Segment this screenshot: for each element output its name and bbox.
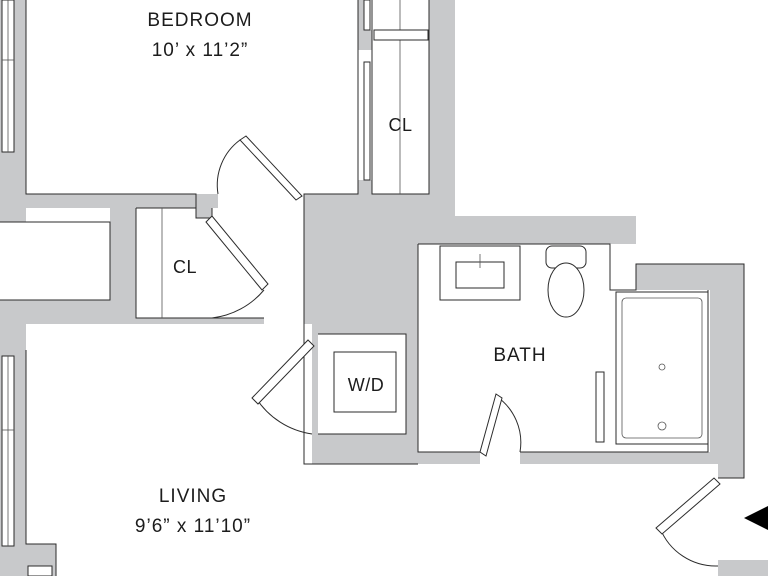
door-closet-swing bbox=[211, 289, 265, 319]
door-entry-leaf bbox=[655, 477, 721, 535]
wall-closet-upper-jamb-low bbox=[358, 180, 372, 196]
door-bedroom-swing bbox=[216, 139, 241, 195]
door-entry-swing bbox=[659, 527, 719, 567]
door-wd-leaf bbox=[251, 339, 315, 405]
wall-left-band bbox=[0, 160, 26, 222]
closet-upper-interior bbox=[372, 0, 429, 194]
shower-curtain bbox=[595, 371, 605, 443]
outlines bbox=[0, 0, 745, 576]
tub-drain-icon bbox=[658, 363, 666, 371]
room-label-closet-upper: CL bbox=[388, 115, 413, 135]
closet-upper-outline bbox=[371, 0, 430, 195]
toilet-bowl-icon bbox=[547, 262, 585, 318]
closet-lower-outline bbox=[135, 207, 264, 319]
window-living-bottom bbox=[27, 565, 53, 576]
door-wd-swing bbox=[255, 397, 313, 435]
closet-upper-bifold bbox=[363, 61, 371, 181]
room-label-closet-lower: CL bbox=[172, 257, 197, 277]
wall-wd-left bbox=[312, 334, 318, 434]
bedroom-name: BEDROOM bbox=[147, 10, 253, 31]
living-outline-left bbox=[25, 350, 57, 576]
hall-outline bbox=[303, 0, 418, 465]
washer-dryer-unit bbox=[333, 351, 397, 413]
door-bath-leaf bbox=[479, 393, 503, 457]
tub-faucet-icon bbox=[657, 421, 667, 431]
wall-closet-upper-jamb bbox=[358, 30, 372, 50]
wall-closet-door-jamb bbox=[196, 194, 212, 218]
bath-outline-top bbox=[418, 243, 745, 479]
wall-left-band-lower bbox=[0, 300, 26, 350]
windows bbox=[1, 0, 53, 576]
wall-closet-bottom-left bbox=[26, 300, 136, 324]
room-label-bedroom: BEDROOM 10’ x 11’2” bbox=[120, 6, 280, 66]
bath-fixtures bbox=[439, 245, 709, 445]
entry-arrow-icon bbox=[744, 506, 768, 530]
hall-window-notch bbox=[26, 222, 110, 300]
closet-lower-interior bbox=[136, 208, 196, 318]
wall-closet-upper-right bbox=[429, 0, 455, 216]
room-label-living: LIVING 9’6” x 11’10” bbox=[108, 482, 278, 542]
wd-outline bbox=[318, 333, 407, 435]
left-notch-outline bbox=[0, 221, 111, 301]
living-dims: 9’6” x 11’10” bbox=[134, 516, 252, 537]
bedroom-dims: 10’ x 11’2” bbox=[151, 40, 249, 61]
wall-closet-bottom bbox=[136, 318, 264, 324]
closet-upper-details bbox=[363, 0, 429, 194]
door-closet-leaf bbox=[205, 215, 269, 291]
room-label-washer-dryer: W/D bbox=[347, 375, 385, 395]
wall-entry-bottom bbox=[718, 560, 768, 576]
door-bedroom-leaf bbox=[239, 135, 303, 201]
wall-bedroom-right-top bbox=[358, 0, 364, 30]
bathtub-icon bbox=[615, 291, 709, 445]
doors bbox=[205, 135, 721, 567]
living-interior-lower bbox=[56, 464, 718, 576]
bath-outline-left bbox=[417, 244, 480, 453]
bedroom-interior bbox=[26, 0, 358, 194]
room-label-bath: BATH bbox=[493, 345, 547, 366]
living-name: LIVING bbox=[158, 486, 228, 507]
